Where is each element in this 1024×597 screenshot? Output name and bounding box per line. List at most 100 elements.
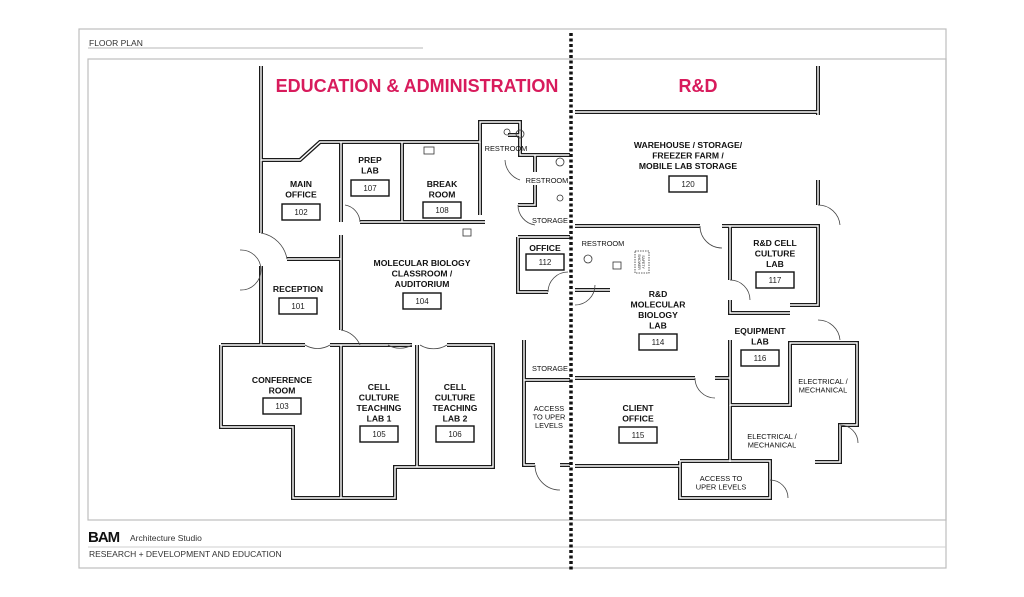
toilet-icon bbox=[583, 254, 593, 264]
room-reception: RECEPTION 101 bbox=[273, 284, 323, 315]
room-label-line: BREAK bbox=[427, 179, 458, 189]
room-label-line: TEACHING bbox=[433, 403, 478, 413]
room-restroom-1: RESTROOM bbox=[485, 144, 528, 153]
room-number: 106 bbox=[448, 430, 462, 439]
room-label-line: CLIENT bbox=[622, 403, 654, 413]
room-label-line: MOLECULAR bbox=[631, 300, 687, 310]
room-number: 114 bbox=[652, 338, 665, 347]
door-icon bbox=[387, 344, 413, 349]
room-number: 108 bbox=[435, 206, 449, 215]
door-icon bbox=[547, 271, 569, 293]
room-label-line: EQUIPMENT bbox=[734, 326, 786, 336]
room-label-line: MOBILE LAB STORAGE bbox=[639, 161, 737, 171]
room-number-box bbox=[278, 297, 318, 315]
room-label-line: MECHANICAL bbox=[799, 386, 847, 395]
room-label-line: CULTURE bbox=[435, 393, 476, 403]
room-label: ELECTRICAL /MECHANICAL bbox=[798, 377, 848, 395]
room-number: 115 bbox=[632, 431, 645, 440]
wall bbox=[518, 185, 536, 206]
wall bbox=[220, 345, 341, 499]
room-label-line: STORAGE bbox=[532, 216, 568, 225]
door-icon bbox=[839, 424, 859, 444]
room-electrical-2: ELECTRICAL /MECHANICAL bbox=[747, 432, 797, 450]
door-icon bbox=[304, 344, 331, 349]
room-label-line: RESTROOM bbox=[582, 239, 625, 248]
toilet-icon bbox=[555, 157, 565, 167]
room-label-line: LAB 2 bbox=[443, 414, 468, 424]
room-label-line: AUDITORIUM bbox=[395, 279, 450, 289]
room-number-box bbox=[350, 179, 390, 197]
room-number-box bbox=[281, 203, 321, 221]
room-number: 101 bbox=[291, 302, 305, 311]
wall bbox=[219, 345, 341, 500]
room-label-line: R&D bbox=[649, 289, 668, 299]
studio-name: Architecture Studio bbox=[130, 533, 202, 543]
door-swings bbox=[239, 159, 859, 499]
zone-heading-education: EDUCATION & ADMINISTRATION bbox=[276, 76, 559, 96]
door-icon bbox=[817, 319, 841, 341]
room-number-box bbox=[422, 201, 462, 219]
room-label-line: MAIN bbox=[290, 179, 312, 189]
sheet-title: FLOOR PLAN bbox=[89, 38, 143, 48]
door-icon bbox=[817, 204, 841, 226]
sink-icon bbox=[612, 261, 622, 270]
room-label-line: ROOM bbox=[269, 386, 296, 396]
door-icon bbox=[340, 329, 361, 346]
room-number: 112 bbox=[539, 258, 552, 267]
room-label-line: CELL bbox=[368, 382, 390, 392]
room-label: RESTROOM bbox=[582, 239, 625, 248]
room-label-line: OFFICE bbox=[529, 243, 561, 253]
wall bbox=[518, 185, 537, 207]
drawing-frame bbox=[87, 58, 947, 521]
room-office: OFFICE 112 bbox=[525, 243, 565, 271]
room-label-line: STORAGE bbox=[532, 364, 568, 373]
room-label: ELECTRICAL /MECHANICAL bbox=[747, 432, 797, 450]
room-label-line: CLASSROOM / bbox=[392, 269, 453, 279]
room-number: 102 bbox=[294, 208, 308, 217]
room-label-line: R&D CELL bbox=[753, 238, 796, 248]
room-number-box bbox=[668, 175, 708, 193]
room-label-line: RECEPTION bbox=[273, 284, 323, 294]
room-label-line: LEVELS bbox=[535, 421, 563, 430]
room-number-box bbox=[525, 253, 565, 271]
bam-logo: BAM bbox=[88, 529, 120, 546]
room-number-box bbox=[618, 426, 658, 444]
room-restroom-2: RESTROOM bbox=[526, 176, 569, 185]
room-label-line: LAB bbox=[751, 337, 769, 347]
room-label: OFFICE bbox=[529, 243, 561, 253]
room-number: 116 bbox=[754, 354, 767, 363]
door-icon bbox=[260, 232, 288, 260]
room-label: RESTROOM bbox=[526, 176, 569, 185]
room-label-line: ROOM bbox=[429, 190, 456, 200]
sink-icon bbox=[556, 194, 564, 202]
wall bbox=[523, 340, 535, 466]
room-label: STORAGE bbox=[532, 216, 568, 225]
sink-icon bbox=[423, 146, 435, 155]
sink-icon bbox=[462, 228, 472, 237]
room-label-line: LAB bbox=[649, 321, 667, 331]
room-number: 120 bbox=[681, 180, 695, 189]
room-storage-2: STORAGE bbox=[532, 364, 568, 373]
wall bbox=[522, 340, 535, 467]
wall bbox=[729, 300, 790, 314]
door-icon bbox=[574, 284, 596, 306]
room-label: RECEPTION bbox=[273, 284, 323, 294]
door-icon bbox=[517, 204, 536, 226]
room-number: 117 bbox=[769, 276, 782, 285]
room-label-line: CELL bbox=[444, 382, 466, 392]
room-number: 105 bbox=[372, 430, 386, 439]
